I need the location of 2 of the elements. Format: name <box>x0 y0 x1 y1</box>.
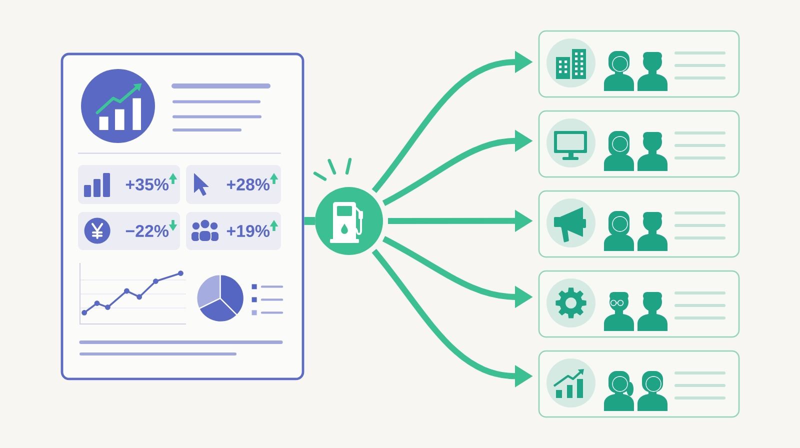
metric-tile: +28% <box>186 164 281 204</box>
connector-line <box>304 216 315 225</box>
